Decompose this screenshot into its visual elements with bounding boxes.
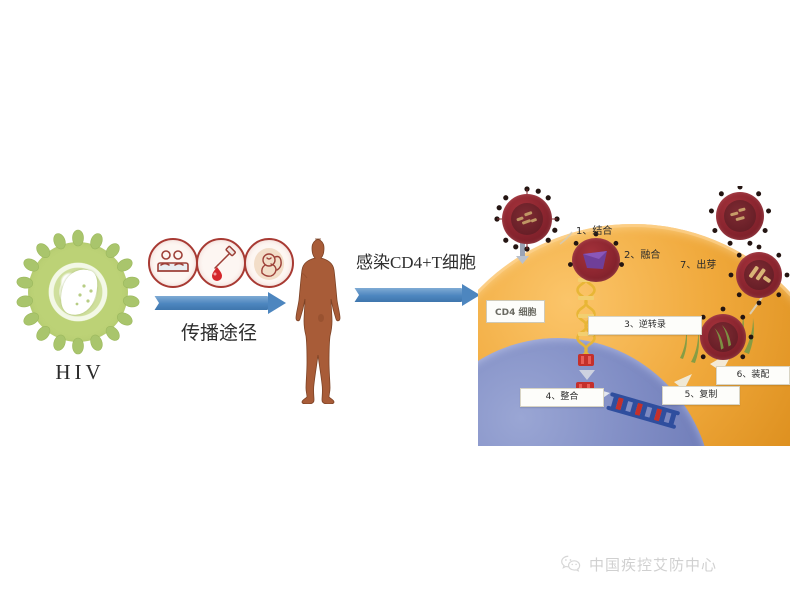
sexual-transmission-icon: [148, 238, 198, 288]
human-body-silhouette: [288, 236, 354, 405]
hiv-virion-fusing: [567, 231, 625, 282]
hiv-virion-illustration: [14, 228, 142, 356]
watermark: 中国疾控艾防中心: [560, 549, 780, 579]
step-7-label: 7、出芽: [680, 260, 717, 271]
hiv-virion-released: [708, 186, 772, 246]
mother-to-child-transmission-icon: [244, 238, 294, 288]
wechat-icon: [561, 555, 581, 572]
cell-membrane: [478, 224, 790, 446]
step-2-label: 2、融合: [624, 250, 661, 261]
blood-transmission-icon: [196, 238, 246, 288]
hiv-virion-budding: [728, 244, 790, 306]
hiv-label: HIV: [55, 360, 105, 384]
pathway-graphics: [516, 231, 778, 429]
step-5-label: 5、复制: [662, 386, 740, 405]
cd4-cell-label: CD4 细胞: [486, 300, 546, 323]
replication-cycle-panel: CD4 细胞 1、结合 2、融合 3、逆转录 4、整合 5、复制 6、装配 7、…: [478, 186, 790, 446]
infection-arrow-label: 感染CD4+T细胞: [355, 253, 477, 272]
hiv-virion-assembling: [700, 306, 754, 360]
watermark-text: 中国疾控艾防中心: [589, 555, 718, 574]
transmission-arrow: [152, 292, 286, 314]
step-6-label: 6、装配: [716, 366, 790, 385]
step-1-label: 1、结合: [576, 226, 613, 237]
step-3-label: 3、逆转录: [588, 316, 702, 335]
infection-arrow: [352, 284, 480, 306]
hiv-virion-binding: [494, 186, 560, 252]
hiv-spikes: [16, 229, 140, 355]
step-4-label: 4、整合: [520, 388, 604, 407]
transmission-arrow-label: 传播途径: [180, 323, 257, 344]
